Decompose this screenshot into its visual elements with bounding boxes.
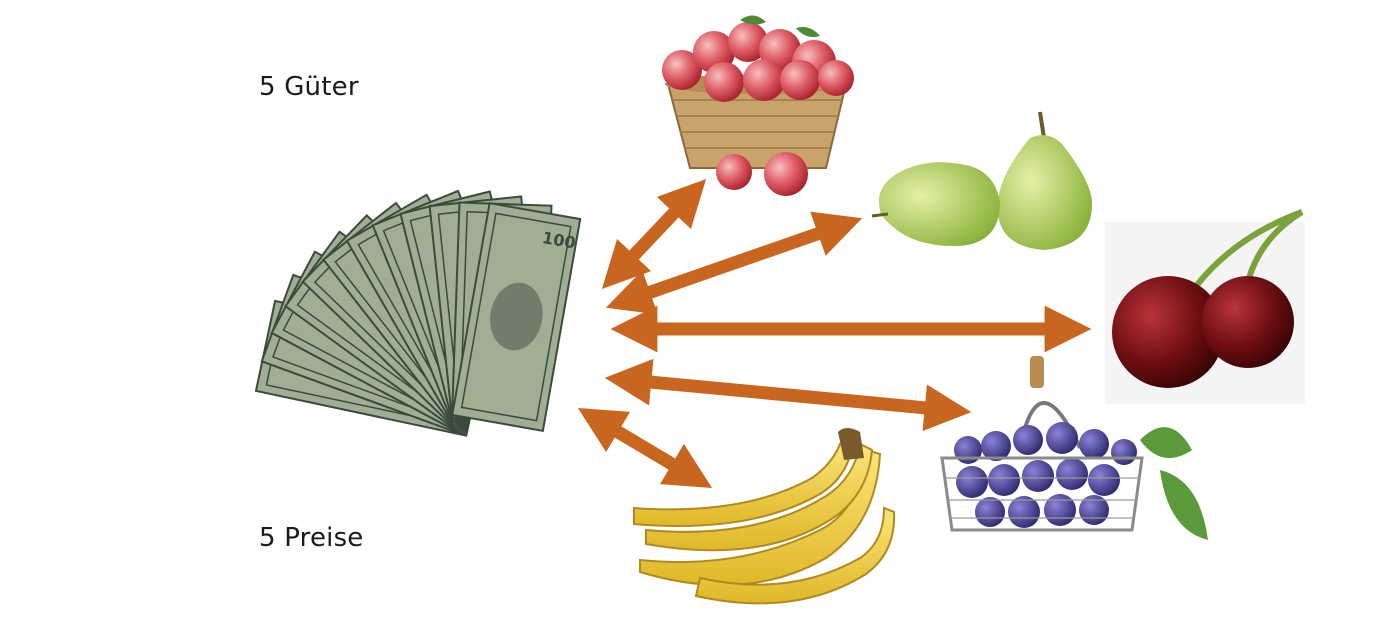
banknotes-icon: 100: [254, 189, 582, 437]
bananas-icon: [633, 428, 896, 605]
portrait-oval: [490, 282, 543, 351]
arrow-money-pears: [605, 211, 863, 315]
plum-basket-icon: [940, 356, 1208, 540]
prices-count-label: 5 Preise: [259, 523, 364, 553]
cherries-icon: [1105, 209, 1305, 404]
banknote: 100: [451, 201, 582, 433]
exchange-arrows: [577, 179, 1092, 488]
goods-count-label: 5 Güter: [259, 72, 359, 102]
apple-basket-icon: [662, 15, 854, 196]
arrow-money-plums: [604, 358, 972, 432]
arrow-money-bananas: [577, 408, 713, 488]
arrow-money-apples: [601, 179, 707, 289]
pears-icon: [871, 111, 1092, 250]
